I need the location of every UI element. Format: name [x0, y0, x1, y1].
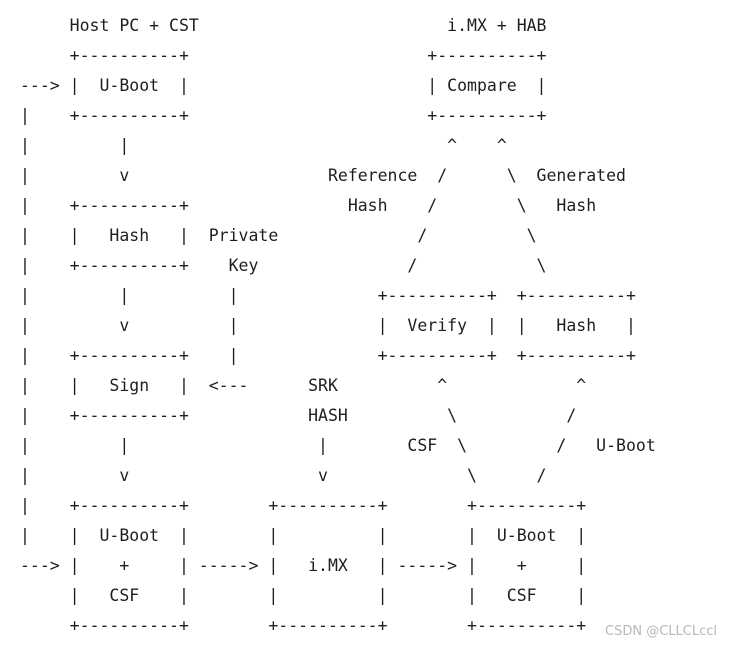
- diagram-line: | | Hash | Private / \: [20, 226, 537, 245]
- diagram-line: | | | CSF \ / U-Boot: [20, 436, 656, 455]
- watermark: CSDN @CLLCLccl: [605, 624, 717, 639]
- diagram-line: | CSF | | | | CSF |: [20, 586, 587, 605]
- diagram-line: | +----------+ | +----------+ +---------…: [20, 346, 636, 365]
- diagram-line: +----------+ +----------+: [20, 46, 547, 65]
- diagram-line: | +----------+ HASH \ /: [20, 406, 577, 425]
- diagram-line: | +----------+ Key / \: [20, 256, 547, 275]
- diagram-line: | v Reference / \ Generated: [20, 166, 626, 185]
- diagram-line: | v v \ /: [20, 466, 547, 485]
- diagram-line: | | Sign | <--- SRK ^ ^: [20, 376, 587, 395]
- diagram-line: | | ^ ^: [20, 136, 507, 155]
- diagram-line: | +----------+ Hash / \ Hash: [20, 196, 597, 215]
- diagram-line: | | U-Boot | | | | U-Boot |: [20, 526, 587, 545]
- diagram-line: ---> | + | -----> | i.MX | -----> | + |: [20, 556, 587, 575]
- diagram-line: Host PC + CST i.MX + HAB: [20, 16, 547, 35]
- diagram-line: | | | +----------+ +----------+: [20, 286, 636, 305]
- diagram-line: | +----------+ +----------+ +----------+: [20, 496, 587, 515]
- diagram-line: +----------+ +----------+ +----------+: [20, 616, 587, 635]
- diagram-line: | v | | Verify | | Hash |: [20, 316, 636, 335]
- diagram-line: ---> | U-Boot | | Compare |: [20, 76, 547, 95]
- diagram-line: | +----------+ +----------+: [20, 106, 547, 125]
